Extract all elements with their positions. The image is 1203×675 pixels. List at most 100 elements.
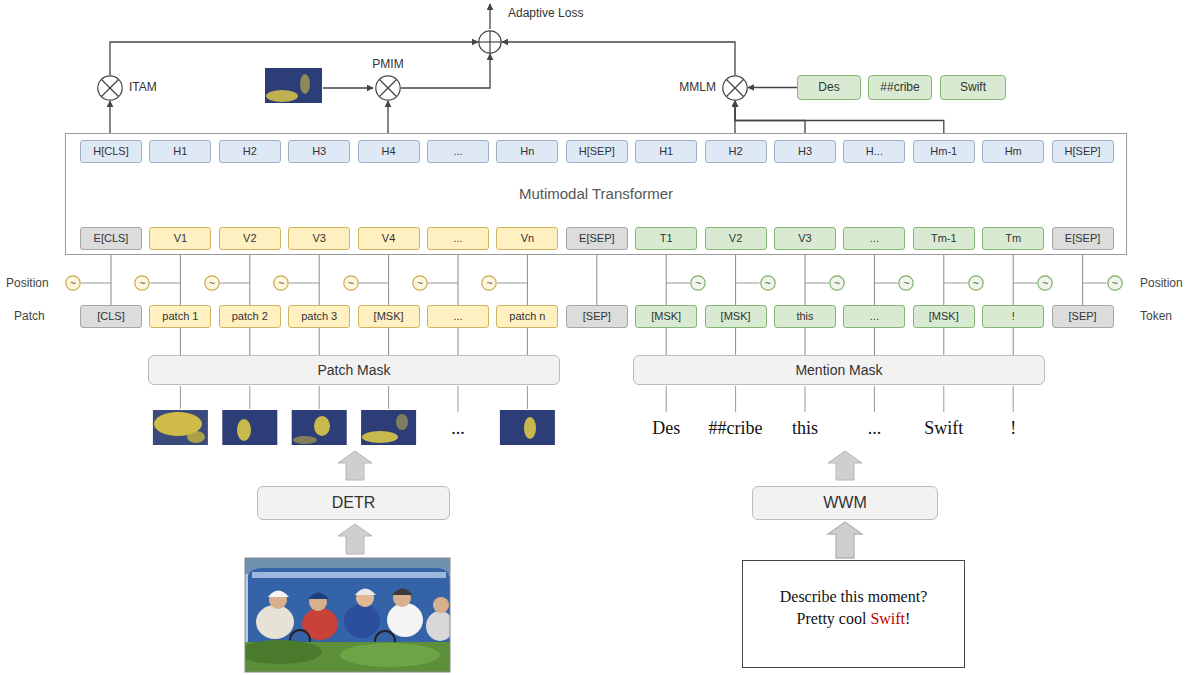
- attention-blob: [187, 431, 205, 443]
- patch-thumbnail: [361, 410, 416, 445]
- node-label: [MSK]: [929, 310, 959, 323]
- text-token: [MSK]: [705, 305, 767, 328]
- loss-operator: ITAM: [97, 75, 123, 101]
- circle-shape: [135, 276, 149, 290]
- node-label: Tm-1: [931, 232, 957, 245]
- text-token: [MSK]: [635, 305, 697, 328]
- node-label: WWM: [823, 494, 867, 512]
- node-label: [MSK]: [374, 310, 404, 323]
- node-label: patch n: [509, 310, 545, 323]
- patch-thumbnail: [153, 410, 208, 445]
- node-label: V2: [243, 232, 256, 245]
- connector: [1013, 250, 1014, 305]
- sum-operator: Adaptive Loss: [478, 30, 502, 54]
- connector: [388, 250, 389, 305]
- image-patch: patch 1: [149, 305, 211, 328]
- operator-symbol: [489, 31, 490, 53]
- node-label: V4: [382, 232, 395, 245]
- node-label: Mention Mask: [795, 362, 882, 378]
- operator-symbol: [379, 79, 397, 97]
- connector: [748, 87, 797, 88]
- position-leader: [944, 283, 968, 284]
- loss-operator: PMIM: [375, 75, 401, 101]
- position-embedding: ~: [1107, 275, 1123, 291]
- node-label: H4: [382, 145, 396, 158]
- input-token: this: [792, 418, 818, 439]
- node-label: ~: [278, 277, 284, 290]
- text-token: !: [982, 305, 1044, 328]
- node-label: ~: [486, 277, 492, 290]
- node-label: DETR: [332, 494, 376, 512]
- circle-shape: [723, 76, 747, 100]
- position-leader: [359, 283, 389, 284]
- node-label: V3: [798, 232, 811, 245]
- connector: [1013, 328, 1014, 355]
- patch-leader: [319, 386, 320, 409]
- node-label: Patch Mask: [317, 362, 390, 378]
- node-label: ...: [453, 232, 462, 245]
- cyclist-body: [302, 608, 338, 640]
- position-leader: [289, 283, 319, 284]
- photo-bush: [245, 640, 322, 664]
- row-label: Token: [1140, 309, 1172, 323]
- circle-shape: [205, 276, 219, 290]
- circle-shape: [482, 276, 496, 290]
- node-label: Mutimodal Transformer: [66, 185, 1126, 202]
- hidden-state: Hm: [982, 140, 1044, 163]
- input-token: ##cribe: [709, 418, 763, 439]
- input-text-box: Describe this moment?Pretty coolSwift!: [742, 560, 965, 668]
- connector: [874, 250, 875, 305]
- target-token: ##cribe: [868, 75, 932, 100]
- node-label: ~: [347, 277, 353, 290]
- position-embedding: ~: [412, 275, 428, 291]
- input-embedding: V4: [358, 227, 420, 250]
- input-embedding: Tm-1: [913, 227, 975, 250]
- text-token: ...: [843, 305, 905, 328]
- operator-symbol: [101, 79, 119, 97]
- connector: [666, 328, 667, 355]
- input-embedding: V1: [149, 227, 211, 250]
- connector: [666, 250, 667, 305]
- position-embedding: ~: [1037, 275, 1053, 291]
- node-label: V3: [312, 232, 325, 245]
- node-label: ...: [870, 232, 879, 245]
- hidden-state: H2: [705, 140, 767, 163]
- cyclist-body: [344, 604, 380, 638]
- node-label: Swift: [960, 81, 986, 95]
- patch-leader: [458, 386, 459, 412]
- connector: [735, 328, 736, 355]
- connector: [249, 250, 250, 305]
- hidden-state: H...: [843, 140, 905, 163]
- connector: [527, 250, 528, 305]
- node-label: E[SEP]: [579, 232, 614, 245]
- masked-patch-target: [265, 68, 322, 103]
- circle-outline: [375, 75, 401, 101]
- input-embedding: E[SEP]: [566, 227, 628, 250]
- connector: [319, 250, 320, 305]
- node-label: V1: [174, 232, 187, 245]
- connector: [458, 328, 459, 355]
- connector: [388, 328, 389, 355]
- connector: [319, 328, 320, 355]
- position-embedding: ~: [204, 275, 220, 291]
- circle-shape: [376, 76, 400, 100]
- node-label: H[SEP]: [579, 145, 615, 158]
- attention-blob: [237, 419, 251, 441]
- position-leader: [1083, 283, 1107, 284]
- node-label: Des: [818, 81, 839, 95]
- circle-shape: [479, 31, 501, 53]
- block-arrow: [828, 451, 862, 480]
- input-embedding: Tm: [982, 227, 1044, 250]
- connector: [1082, 250, 1083, 305]
- transformer-box: Mutimodal TransformerH[CLS]H1H2H3H4...Hn…: [65, 133, 1127, 255]
- input-embedding: T1: [635, 227, 697, 250]
- connector: [401, 54, 490, 88]
- hidden-state: H4: [358, 140, 420, 163]
- hidden-state: H[SEP]: [566, 140, 628, 163]
- input-embedding: V3: [774, 227, 836, 250]
- node-label: ~: [139, 277, 145, 290]
- cyclist-body: [426, 611, 450, 641]
- patch-leader: [249, 386, 250, 409]
- operator-symbol: [726, 79, 744, 97]
